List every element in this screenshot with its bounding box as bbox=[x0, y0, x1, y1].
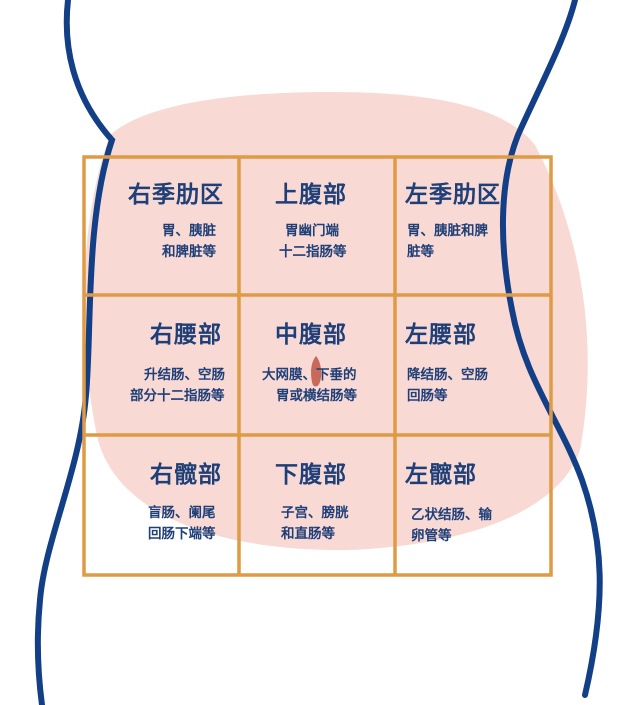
region-description-line: 乙状结肠、输 bbox=[411, 507, 492, 523]
region-title: 右腰部 bbox=[150, 322, 222, 348]
region-hypogastric: 下腹部 子宫、膀胱 和直肠等 bbox=[239, 435, 395, 575]
region-description: 子宫、膀胱 和直肠等 bbox=[281, 503, 349, 545]
region-description-line: 十二指肠等 bbox=[279, 244, 347, 260]
region-description-line: 盲肠、阑尾 bbox=[148, 505, 216, 521]
region-description-line: 脏等 bbox=[407, 244, 434, 260]
region-title: 中腹部 bbox=[275, 322, 347, 348]
region-title: 右髋部 bbox=[150, 462, 222, 488]
region-title: 右季肋区 bbox=[128, 182, 224, 208]
region-description: 胃、胰脏 和脾脏等 bbox=[162, 221, 216, 263]
region-description-line: 胃或横结肠等 bbox=[276, 388, 357, 404]
region-description-line: 胃、胰脏 bbox=[162, 223, 216, 239]
region-description-line: 大网膜、下垂的 bbox=[262, 367, 357, 383]
region-epigastric: 上腹部 胃幽门端 十二指肠等 bbox=[239, 157, 395, 295]
region-description: 盲肠、阑尾 回肠下端等 bbox=[148, 503, 216, 545]
region-description: 乙状结肠、输 卵管等 bbox=[411, 505, 492, 547]
region-description-line: 回肠下端等 bbox=[148, 526, 216, 542]
region-umbilical: 中腹部 大网膜、下垂的 胃或横结肠等 bbox=[239, 295, 395, 435]
region-left-lumbar: 左腰部 降结肠、空肠 回肠等 bbox=[395, 295, 551, 435]
region-description: 升结肠、空肠 部分十二指肠等 bbox=[130, 365, 225, 407]
body-outline-left bbox=[34, 0, 116, 705]
navel-mark bbox=[311, 356, 322, 387]
region-description: 胃幽门端 十二指肠等 bbox=[279, 221, 347, 263]
region-description-line: 部分十二指肠等 bbox=[130, 388, 225, 404]
region-description-line: 和直肠等 bbox=[281, 526, 335, 542]
region-title: 左季肋区 bbox=[405, 182, 501, 208]
region-title: 上腹部 bbox=[275, 182, 347, 208]
region-description-line: 卵管等 bbox=[411, 528, 452, 544]
region-description-line: 胃幽门端 bbox=[285, 223, 339, 239]
region-description: 降结肠、空肠 回肠等 bbox=[407, 365, 488, 407]
region-right-lumbar: 右腰部 升结肠、空肠 部分十二指肠等 bbox=[84, 295, 239, 435]
region-description: 胃、胰脏和脾 脏等 bbox=[407, 221, 488, 263]
body-outline-right bbox=[500, 0, 603, 698]
region-description-line: 降结肠、空肠 bbox=[407, 367, 488, 383]
region-right-hypochondriac: 右季肋区 胃、胰脏 和脾脏等 bbox=[84, 157, 239, 295]
region-title: 左髋部 bbox=[405, 462, 477, 488]
region-description-line: 升结肠、空肠 bbox=[144, 367, 225, 383]
region-description: 大网膜、下垂的 胃或横结肠等 bbox=[262, 365, 357, 407]
region-title: 左腰部 bbox=[405, 322, 477, 348]
region-description-line: 子宫、膀胱 bbox=[281, 505, 349, 521]
region-left-hypochondriac: 左季肋区 胃、胰脏和脾 脏等 bbox=[395, 157, 551, 295]
region-description-line: 胃、胰脏和脾 bbox=[407, 223, 488, 239]
region-description-line: 回肠等 bbox=[407, 388, 448, 404]
region-grid bbox=[82, 155, 553, 577]
region-left-iliac: 左髋部 乙状结肠、输 卵管等 bbox=[395, 435, 551, 575]
region-title: 下腹部 bbox=[275, 462, 347, 488]
region-description-line: 和脾脏等 bbox=[162, 244, 216, 260]
region-right-iliac: 右髋部 盲肠、阑尾 回肠下端等 bbox=[84, 435, 239, 575]
grid-outer bbox=[82, 155, 553, 577]
